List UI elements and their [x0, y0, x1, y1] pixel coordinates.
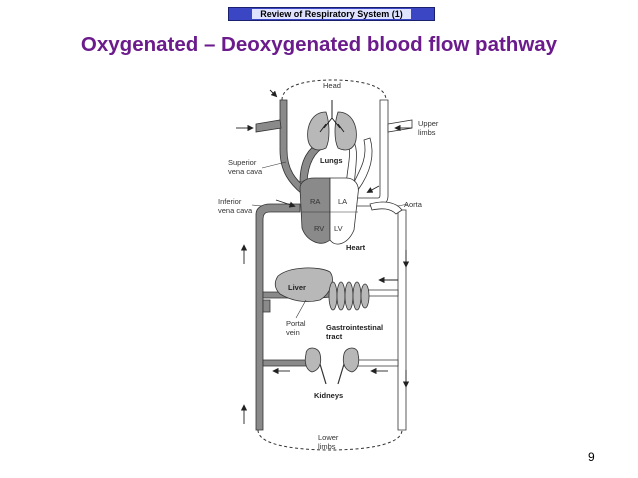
label-lower-limbs-1: Lower [318, 433, 339, 442]
heart-organ [299, 177, 359, 245]
label-inferior-vena-cava-2: vena cava [218, 206, 253, 215]
label-portal-vein-2: vein [286, 328, 300, 337]
label-leaders [251, 161, 409, 319]
label-lungs: Lungs [320, 156, 343, 165]
label-lv: LV [334, 224, 343, 233]
label-upper-limbs-2: limbs [418, 128, 436, 137]
label-superior-vena-cava-1: Superior [228, 158, 257, 167]
label-la: LA [338, 197, 347, 206]
kidneys-organ [304, 347, 360, 385]
hepatic-vein [262, 299, 271, 313]
label-ra: RA [310, 197, 320, 206]
upper-limb-artery [387, 119, 413, 133]
upper-limb-vein [255, 119, 282, 133]
label-kidneys: Kidneys [314, 391, 343, 400]
gastrointestinal-organ [328, 281, 370, 311]
inferior-vena-cava [255, 203, 301, 431]
aorta-arch [351, 137, 373, 191]
label-superior-vena-cava-2: vena cava [228, 167, 263, 176]
section-header-tab: Review of Respiratory System (1) [228, 7, 435, 21]
flow-arrows [236, 89, 412, 424]
label-rv: RV [314, 224, 324, 233]
head-circulation-loop [281, 79, 387, 101]
kidney-vein [262, 359, 307, 367]
label-gi-tract-2: tract [326, 332, 343, 341]
lower-limbs-circulation-loop [257, 429, 403, 451]
label-liver: Liver [288, 283, 306, 292]
label-gi-tract-1: Gastrointestinal [326, 323, 383, 332]
gi-artery [367, 289, 399, 297]
aorta-branch-top [369, 201, 403, 215]
aorta-descending [397, 209, 407, 431]
liver-organ [274, 267, 333, 302]
lungs-organ [307, 100, 357, 151]
slide-title: Oxygenated – Deoxygenated blood flow pat… [80, 33, 558, 56]
page-number: 9 [588, 450, 595, 464]
label-head: Head [323, 81, 341, 90]
oxygenated-vessels [343, 99, 413, 431]
label-aorta: Aorta [404, 200, 423, 209]
label-upper-limbs-1: Upper [418, 119, 439, 128]
label-portal-vein-1: Portal [286, 319, 306, 328]
label-inferior-vena-cava-1: Inferior [218, 197, 242, 206]
deoxygenated-vessels [255, 99, 341, 431]
section-header-label: Review of Respiratory System (1) [252, 9, 411, 19]
label-heart: Heart [346, 243, 366, 252]
label-lower-limbs-2: limbs [318, 442, 336, 451]
